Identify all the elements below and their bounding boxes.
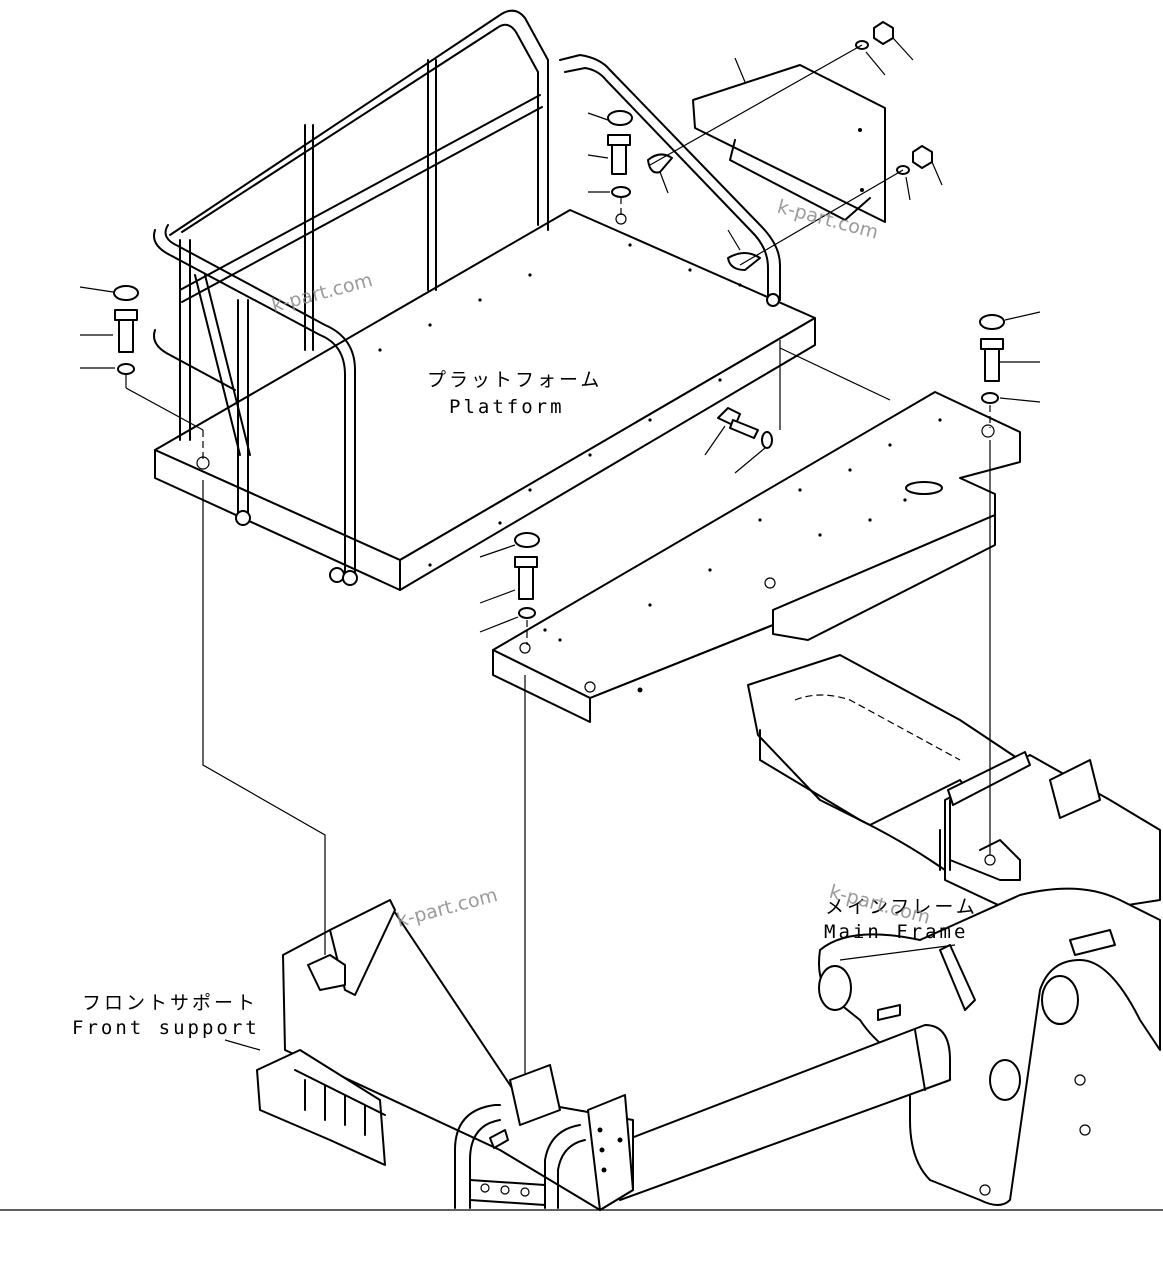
railing-brace <box>194 274 251 456</box>
cover-plate-body <box>692 64 886 223</box>
platform-side-edge <box>399 317 816 591</box>
main-frame-leader <box>839 944 956 961</box>
cap <box>113 285 139 301</box>
platform-label-en: Platform <box>449 396 565 418</box>
step-plate-front-edge <box>492 649 591 723</box>
railing-side-rail <box>559 54 781 301</box>
step-plate-slot <box>905 481 943 495</box>
washer <box>611 186 631 198</box>
cap <box>979 314 1005 330</box>
washer <box>981 392 999 404</box>
hardware-platform-left <box>79 285 204 460</box>
bolt <box>518 564 534 600</box>
pivot-boss <box>818 965 852 1011</box>
front-support-flange <box>587 1094 634 1211</box>
washer <box>117 363 135 375</box>
hardware-connector <box>704 340 891 474</box>
bolt <box>118 317 134 353</box>
platform-label-jp: プラットフォーム <box>427 369 603 391</box>
washer <box>518 607 536 619</box>
axle <box>599 1024 951 1201</box>
clip <box>727 252 761 271</box>
cover-plate <box>692 57 886 223</box>
washer <box>761 431 773 449</box>
front-support-label-jp: フロントサポート <box>82 992 259 1014</box>
nut <box>912 145 933 169</box>
bolt <box>611 141 627 175</box>
reference-lines <box>202 440 991 1075</box>
railing-mid-rail <box>179 94 541 291</box>
nut <box>873 21 894 45</box>
front-support-leader <box>224 1039 261 1051</box>
main-frame-label-jp: メインフレーム <box>825 896 978 918</box>
pivot-boss <box>1041 975 1079 1025</box>
platform-hole <box>615 213 627 225</box>
railing-front-rail <box>153 229 346 576</box>
leader-line <box>734 57 746 83</box>
step-plate <box>492 391 1021 723</box>
hardware-upper-right <box>647 21 943 271</box>
front-support-label-en: Front support <box>72 1017 260 1039</box>
front-support <box>256 899 634 1211</box>
bolt <box>984 346 1000 382</box>
front-support-box <box>256 1049 386 1166</box>
platform-to-front-support-line <box>202 480 326 955</box>
cap <box>514 532 540 548</box>
hardware-step-right <box>979 311 1041 428</box>
cap <box>607 110 633 126</box>
hardware-step-left <box>479 532 540 645</box>
main-frame-label-en: Main Frame <box>824 921 969 943</box>
hardware-platform-top <box>587 110 633 219</box>
clip <box>647 153 673 174</box>
platform-assembly <box>153 9 816 591</box>
main-frame <box>599 654 1161 1206</box>
railing-top-rail <box>169 9 549 236</box>
